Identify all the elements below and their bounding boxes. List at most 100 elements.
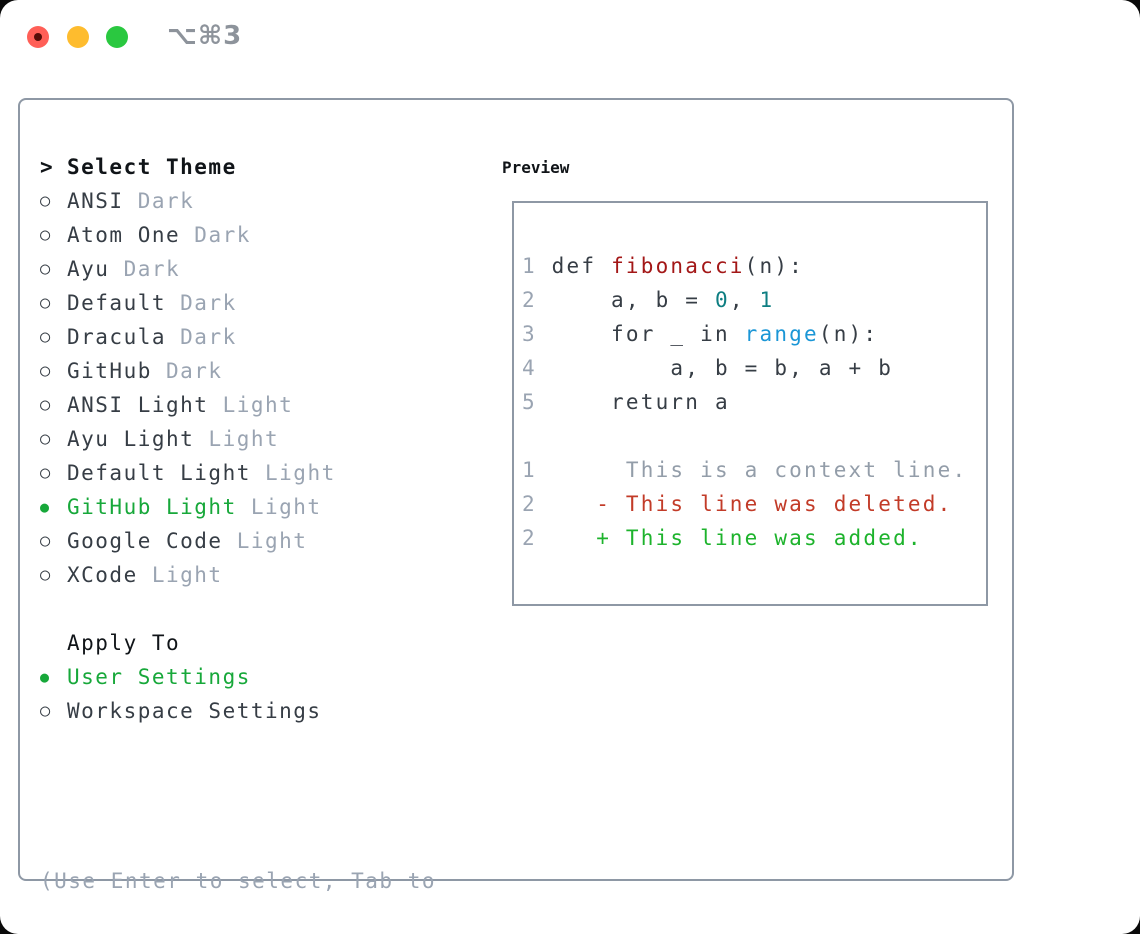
radio-unselected-icon: ○ xyxy=(40,191,52,211)
theme-variant: Dark xyxy=(109,257,181,281)
theme-option-ansi-light[interactable]: ○ANSI Light Light xyxy=(40,388,490,422)
radio-unselected-icon: ○ xyxy=(40,259,52,279)
token-number: 1 xyxy=(759,288,775,312)
theme-name: ANSI xyxy=(67,189,124,213)
radio-unselected-icon: ○ xyxy=(40,327,52,347)
titlebar: ⌥⌘3 xyxy=(0,0,1140,74)
theme-variant: Dark xyxy=(180,223,251,247)
radio-unselected-icon: ○ xyxy=(40,565,52,585)
token-num: 1 xyxy=(522,254,537,278)
preview-column: Preview 1 def fibonacci(n):2 a, b = 0, 1… xyxy=(500,150,1000,606)
token-number: 0 xyxy=(714,288,730,312)
token-num: 5 xyxy=(522,390,537,414)
apply-option-workspace-settings[interactable]: ○ Workspace Settings xyxy=(40,694,490,728)
zoom-button[interactable] xyxy=(106,26,128,48)
token-plain: for _ in xyxy=(536,322,745,346)
token-num: 4 xyxy=(522,356,537,380)
preview-line: 5 return a xyxy=(522,385,978,419)
theme-name: Atom One xyxy=(67,223,181,247)
theme-option-atom-one[interactable]: ○Atom One Dark xyxy=(40,218,490,252)
help-line-1: (Use Enter to select, Tab to xyxy=(40,869,437,893)
theme-option-default-light[interactable]: ○ Default Light Light xyxy=(40,456,490,490)
theme-picker-column: > Select Theme ○ANSI Dark○Atom One Dark○… xyxy=(40,150,490,934)
theme-variant: Dark xyxy=(123,189,195,213)
token-plain: , xyxy=(729,288,760,312)
theme-option-dracula[interactable]: ○ Dracula Dark xyxy=(40,320,490,354)
theme-variant: Light xyxy=(208,393,294,417)
token-func: fibonacci xyxy=(611,254,745,278)
radio-unselected-icon: ○ xyxy=(40,293,52,313)
minimize-button[interactable] xyxy=(67,26,89,48)
theme-variant: Light xyxy=(236,495,322,519)
theme-option-google-code[interactable]: ○Google Code Light xyxy=(40,524,490,558)
theme-option-ayu-light[interactable]: ○Ayu Light Light xyxy=(40,422,490,456)
theme-picker-header-row: > Select Theme xyxy=(40,150,490,184)
theme-option-github[interactable]: ○ GitHub Dark xyxy=(40,354,490,388)
theme-picker-panel: > Select Theme ○ANSI Dark○Atom One Dark○… xyxy=(18,98,1014,893)
preview-line: 2 a, b = 0, 1 xyxy=(522,283,978,317)
theme-variant: Dark xyxy=(166,291,237,315)
theme-name: Dracula xyxy=(67,325,167,349)
apply-option-label: Workspace Settings xyxy=(67,699,322,723)
theme-name: GitHub Light xyxy=(67,495,237,519)
preview-line: 2 + This line was added. xyxy=(522,521,978,555)
apply-option-label: User Settings xyxy=(67,665,251,689)
close-button[interactable] xyxy=(27,26,49,48)
theme-list: ○ANSI Dark○Atom One Dark○Ayu Dark○Defaul… xyxy=(40,184,490,592)
spacer xyxy=(40,728,490,796)
theme-name: GitHub xyxy=(67,359,152,383)
theme-variant: Light xyxy=(250,461,336,485)
token-num: 3 xyxy=(522,322,537,346)
radio-unselected-icon: ○ xyxy=(40,361,52,381)
token-plain: (n): xyxy=(744,254,805,278)
theme-variant: Dark xyxy=(151,359,223,383)
theme-name: Default xyxy=(67,291,167,315)
theme-variant: Dark xyxy=(166,325,237,349)
theme-variant: Light xyxy=(222,529,308,553)
help-text: (Use Enter to select, Tab to change focu… xyxy=(40,796,490,934)
radio-unselected-icon: ○ xyxy=(40,463,52,483)
preview-line: 3 for _ in range(n): xyxy=(522,317,978,351)
token-del: - This line was deleted. xyxy=(536,492,953,516)
token-plain: (n): xyxy=(818,322,879,346)
theme-option-ansi[interactable]: ○ ANSI Dark xyxy=(40,184,490,218)
preview-line: 4 a, b = b, a + b xyxy=(522,351,978,385)
preview-header-row: Preview xyxy=(502,150,1000,184)
preview-line: 1 This is a context line. xyxy=(522,453,978,487)
theme-option-default[interactable]: ○ Default Dark xyxy=(40,286,490,320)
theme-name: Ayu xyxy=(67,257,110,281)
radio-unselected-icon: ○ xyxy=(40,395,52,415)
token-num: 1 xyxy=(522,458,537,482)
theme-name: Google Code xyxy=(67,529,223,553)
theme-option-ayu[interactable]: ○ Ayu Dark xyxy=(40,252,490,286)
theme-name: Default Light xyxy=(67,461,251,485)
theme-variant: Light xyxy=(194,427,280,451)
theme-picker-header: Select Theme xyxy=(67,155,237,179)
theme-option-github-light[interactable]: ●GitHub Light Light xyxy=(40,490,490,524)
preview-line: 2 - This line was deleted. xyxy=(522,487,978,521)
preview-header: Preview xyxy=(502,157,570,177)
window-shortcut-label: ⌥⌘3 xyxy=(167,21,243,51)
apply-to-list: ● User Settings ○ Workspace Settings xyxy=(40,660,490,728)
token-plain: a, b = xyxy=(536,288,715,312)
apply-to-header: Apply To xyxy=(67,631,181,655)
radio-unselected-icon: ○ xyxy=(40,701,52,721)
close-dot-icon xyxy=(34,33,42,41)
apply-to-header-row: Apply To xyxy=(40,626,490,660)
theme-option-xcode[interactable]: ○XCode Light xyxy=(40,558,490,592)
theme-variant: Light xyxy=(137,563,223,587)
token-plain: return a xyxy=(536,390,730,414)
token-add: + This line was added. xyxy=(536,526,923,550)
radio-unselected-icon: ○ xyxy=(40,429,52,449)
token-context: This is a context line. xyxy=(536,458,968,482)
apply-option-user-settings[interactable]: ● User Settings xyxy=(40,660,490,694)
token-plain: a, b = b, a + b xyxy=(536,356,894,380)
spacer xyxy=(40,592,490,626)
token-num: 2 xyxy=(522,492,537,516)
radio-selected-icon: ● xyxy=(40,668,51,686)
token-plain: def xyxy=(536,254,612,278)
token-builtin: range xyxy=(744,322,819,346)
